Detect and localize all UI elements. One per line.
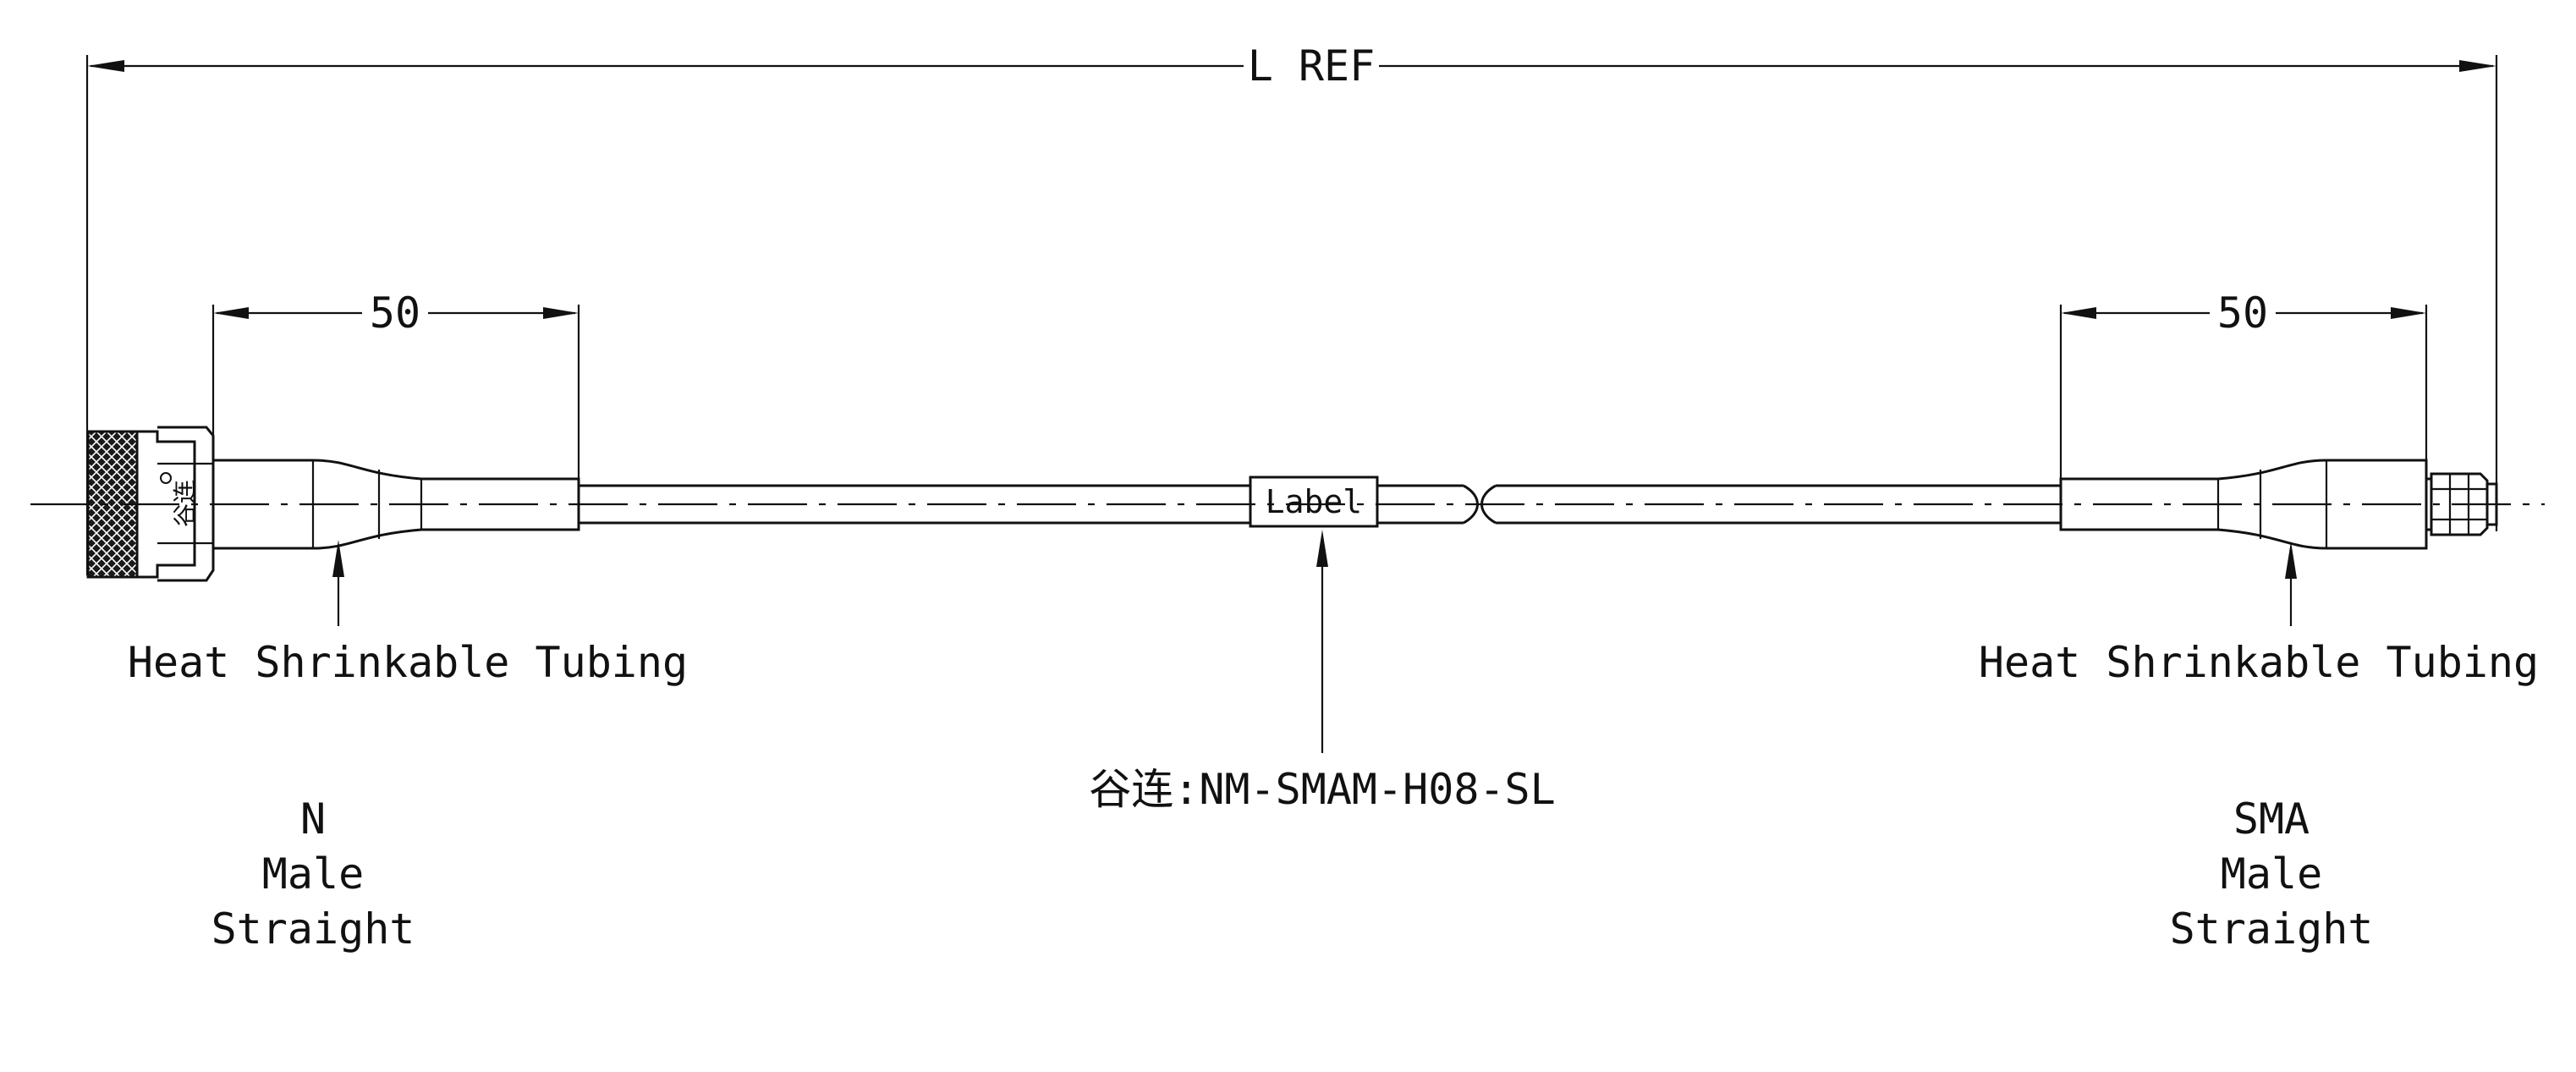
callout-leaders <box>332 530 2297 753</box>
left-dim-arrow-b <box>543 307 579 319</box>
registered-mark-icon <box>160 472 172 484</box>
left-length-label: 50 <box>370 289 420 338</box>
left-tubing-leader-arrow <box>332 540 344 577</box>
right-connector-spec: SMA Male Straight <box>2170 794 2374 954</box>
left-connector-type: N <box>300 794 326 844</box>
left-dim-arrow-a <box>213 307 249 319</box>
right-tubing-callout: Heat Shrinkable Tubing <box>1979 638 2539 687</box>
right-dim-arrow-b <box>2391 307 2426 319</box>
arrowhead-left <box>87 60 124 72</box>
right-connector-type: SMA <box>2233 794 2310 844</box>
overall-length-label: L REF <box>1248 41 1376 91</box>
right-dim-arrow-a <box>2061 307 2096 319</box>
overall-dimension: L REF <box>85 41 2498 575</box>
label-leader-arrow <box>1316 530 1328 567</box>
label-box: Label <box>1249 476 1379 528</box>
right-length-label: 50 <box>2217 289 2268 338</box>
left-connector-style: Straight <box>211 904 415 954</box>
arrowhead-right <box>2459 60 2496 72</box>
right-tubing-outline <box>2059 459 2428 550</box>
right-tubing-dimension: 50 <box>2059 289 2428 482</box>
part-number: 谷连:NM-SMAM-H08-SL <box>1089 765 1556 814</box>
label-box-text: Label <box>1266 483 1362 520</box>
left-connector-gender: Male <box>262 849 364 899</box>
label-box-frame <box>1249 476 1379 528</box>
coupling-shoulder <box>135 430 196 579</box>
left-tubing-callout: Heat Shrinkable Tubing <box>128 638 688 687</box>
left-tubing-dimension: 50 <box>211 289 580 482</box>
right-connector-style: Straight <box>2170 904 2374 954</box>
right-tubing-leader-arrow <box>2285 541 2297 579</box>
sma-hex-nut <box>2430 472 2489 536</box>
hex-body <box>157 426 215 582</box>
right-connector-gender: Male <box>2221 849 2322 899</box>
left-connector-spec: N Male Straight <box>211 794 415 954</box>
